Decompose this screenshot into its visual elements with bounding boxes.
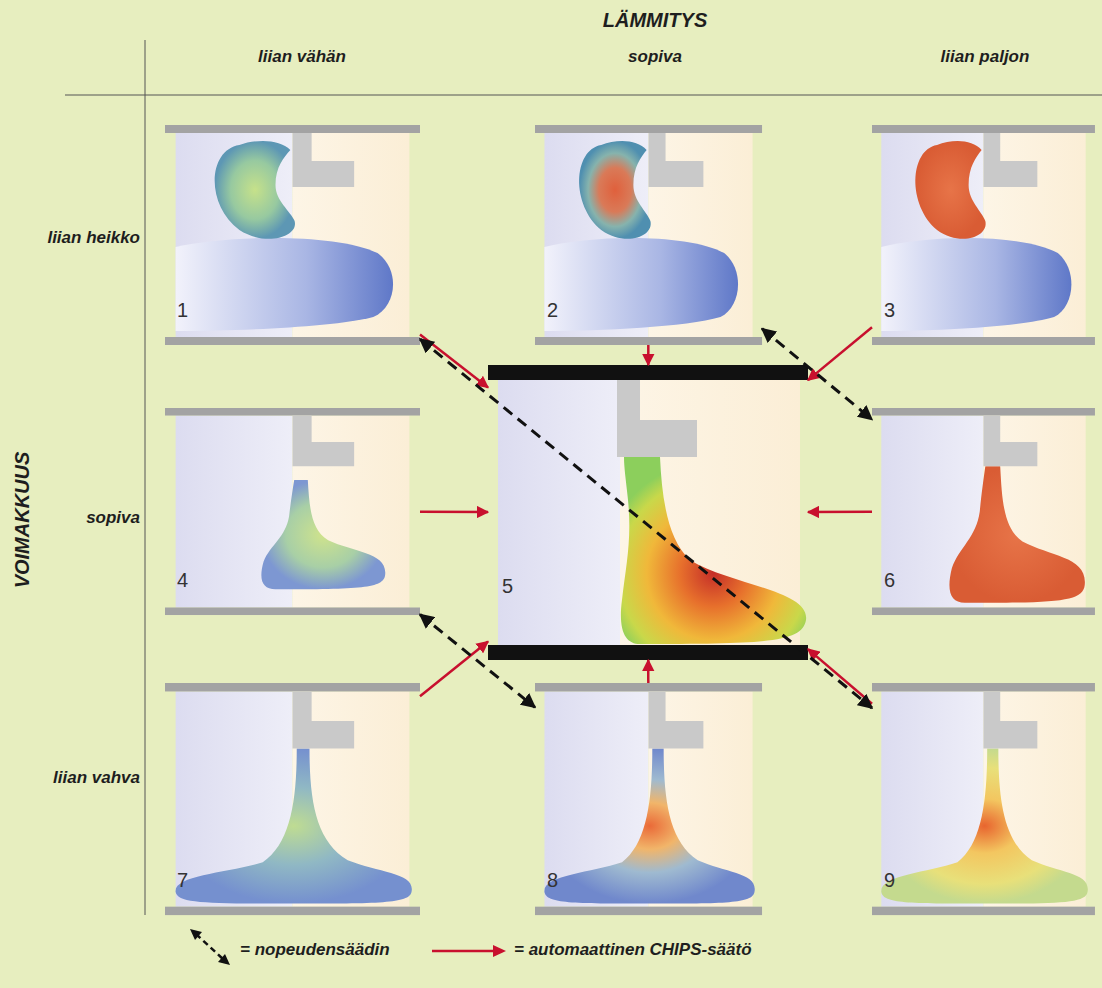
process-panel: 4 xyxy=(165,408,420,615)
callout-number: 9 xyxy=(884,870,895,890)
axis-label: liian heikko xyxy=(47,229,140,248)
legend-text: = nopeudensäädin xyxy=(240,940,390,960)
legend-text: = automaattinen CHIPS-säätö xyxy=(514,940,752,960)
axis-title: VOIMAKKUUS xyxy=(11,452,33,589)
control-arrow xyxy=(808,327,872,380)
axis-label: sopiva xyxy=(86,509,140,528)
process-panel: 8 xyxy=(535,683,762,915)
process-panel: 6 xyxy=(872,408,1095,615)
process-panel: 7 xyxy=(165,683,420,915)
callout-number: 8 xyxy=(547,870,558,890)
control-arrow xyxy=(808,649,872,704)
control-arrow xyxy=(420,335,488,388)
axis-label: sopiva xyxy=(628,48,682,67)
process-panel: 3 xyxy=(872,125,1095,345)
speed-control-arrow xyxy=(420,339,872,708)
control-arrow xyxy=(647,660,650,683)
callout-number: 3 xyxy=(884,300,895,320)
callout-number: 6 xyxy=(884,570,895,590)
speed-control-arrow xyxy=(420,614,535,707)
axis-label: liian vähän xyxy=(258,48,346,67)
process-panel: 2 xyxy=(535,125,762,345)
callout-number: 1 xyxy=(177,300,188,320)
control-arrow xyxy=(808,511,872,514)
process-panel: 9 xyxy=(872,683,1095,915)
callout-number: 7 xyxy=(177,870,188,890)
callout-number: 4 xyxy=(177,570,188,590)
axis-label: liian vahva xyxy=(53,769,140,788)
axis-title: LÄMMITYS xyxy=(603,9,707,31)
callout-number: 2 xyxy=(547,300,558,320)
control-arrow xyxy=(420,511,488,514)
process-panel: 1 xyxy=(165,125,420,345)
axis-label: liian paljon xyxy=(941,48,1030,67)
process-panel: 5 xyxy=(488,365,808,660)
callout-number: 5 xyxy=(502,576,513,596)
control-arrow xyxy=(420,641,488,696)
speed-control-arrow xyxy=(762,329,872,420)
control-arrow xyxy=(647,345,650,365)
